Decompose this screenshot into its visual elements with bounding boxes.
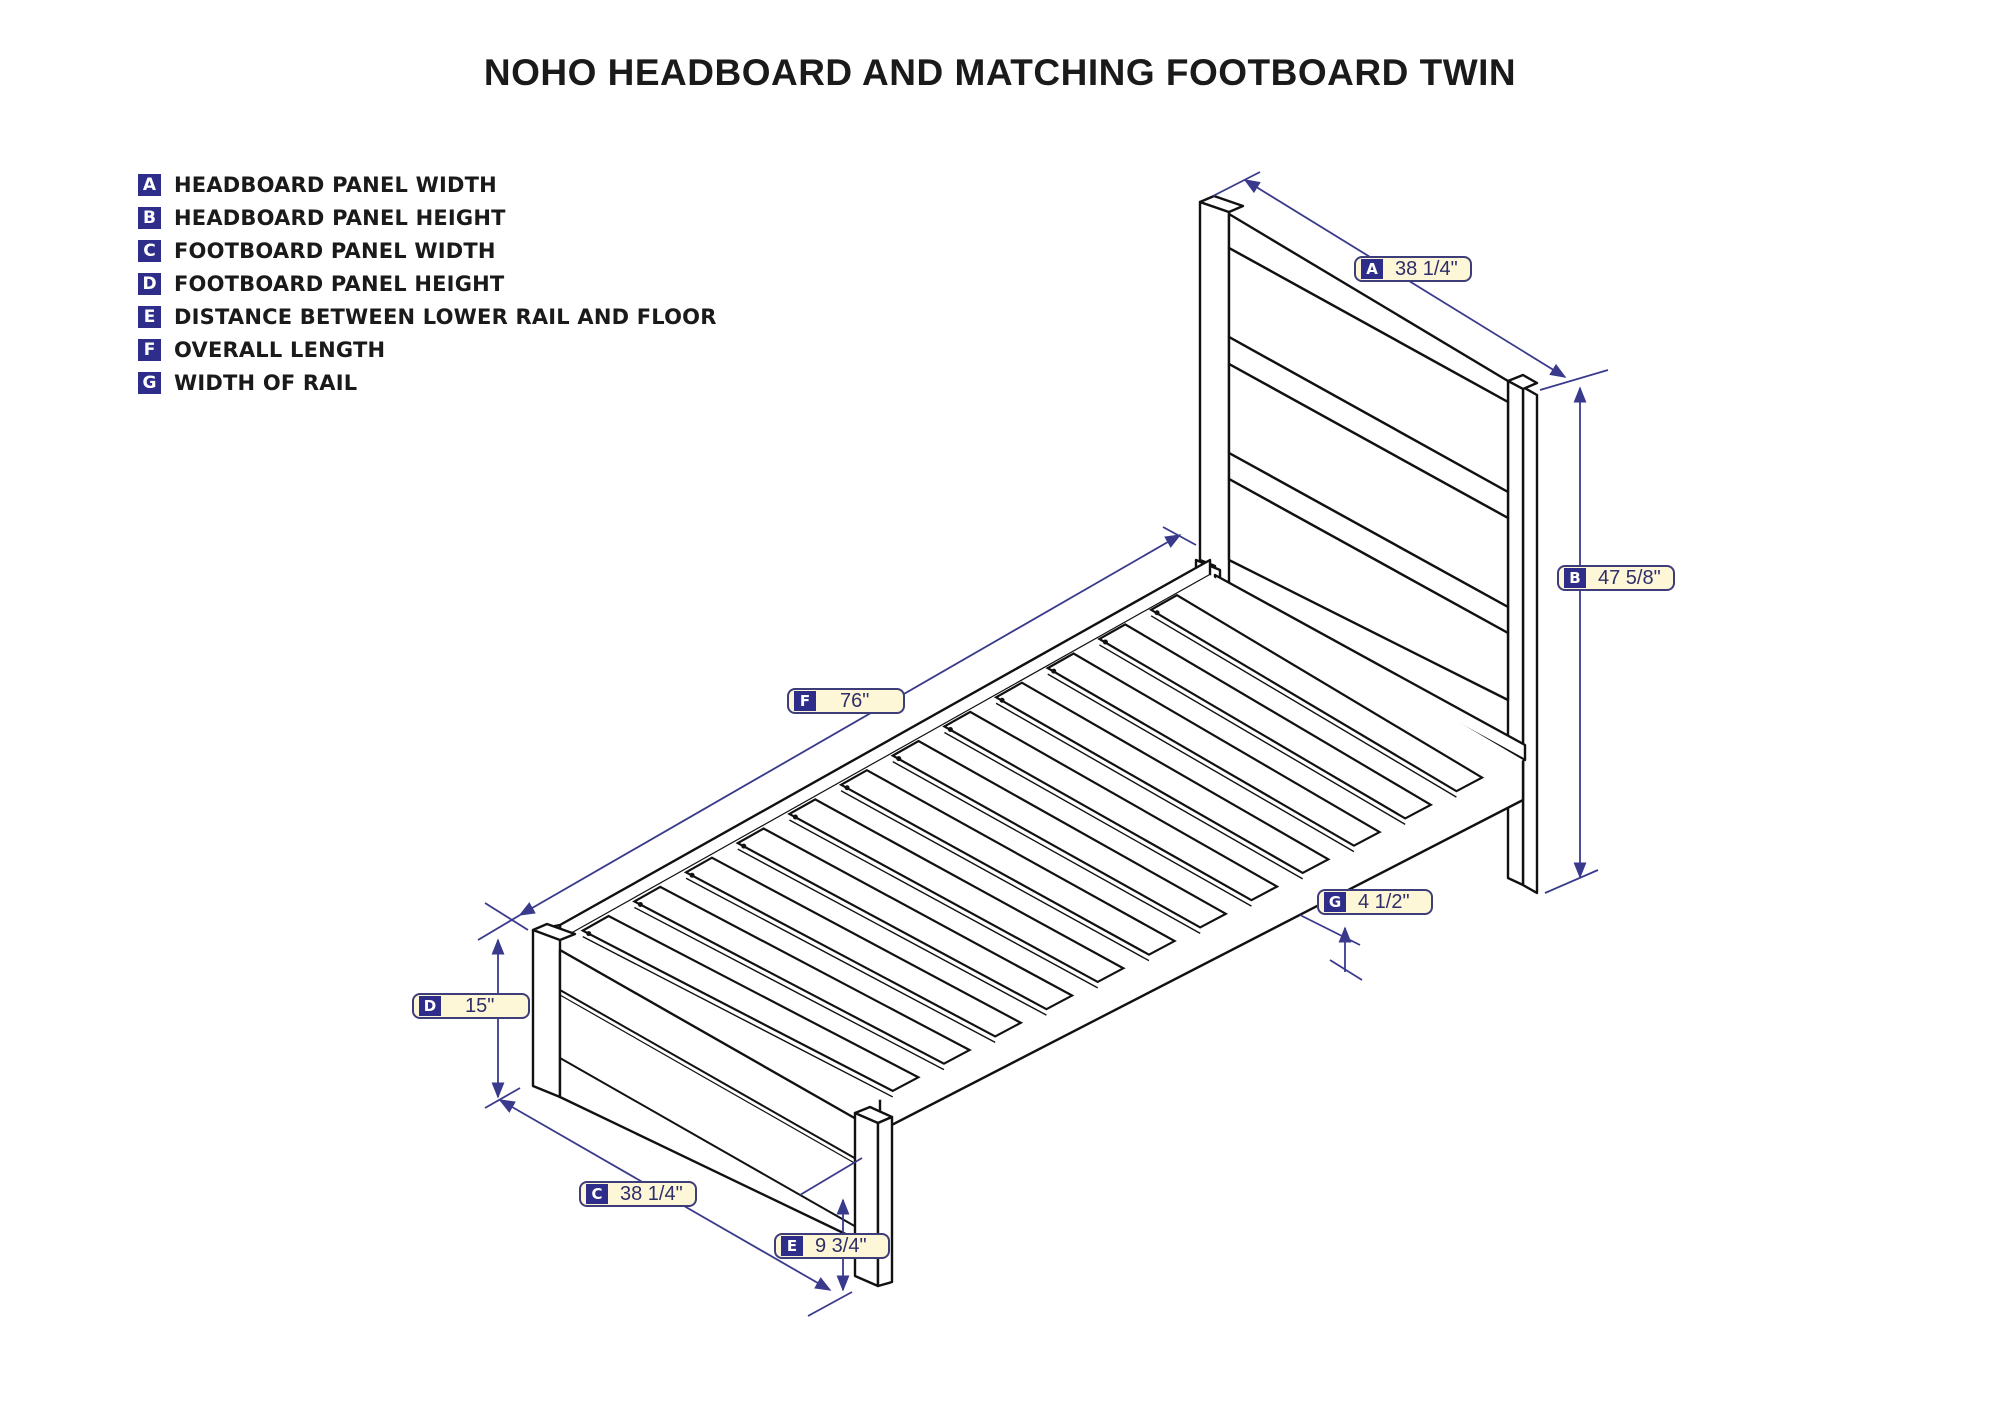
- dimension-badge: E: [781, 1236, 803, 1256]
- dimension-legend: A HEADBOARD PANEL WIDTH B HEADBOARD PANE…: [138, 168, 717, 399]
- dimension-label-d: D 15": [412, 993, 530, 1019]
- legend-item: B HEADBOARD PANEL HEIGHT: [138, 201, 717, 234]
- legend-item: C FOOTBOARD PANEL WIDTH: [138, 234, 717, 267]
- screw-hole: [1102, 639, 1108, 645]
- screw-hole: [896, 756, 902, 762]
- footboard-left-post: [531, 923, 562, 1099]
- screw-hole: [1154, 610, 1160, 616]
- screw-hole: [947, 726, 953, 732]
- dimension-badge: G: [1324, 892, 1346, 912]
- headboard-board: [1227, 477, 1510, 702]
- diagram-title: NOHO HEADBOARD AND MATCHING FOOTBOARD TW…: [483, 52, 1517, 93]
- dimension-line-f: [518, 534, 1182, 916]
- legend-item: A HEADBOARD PANEL WIDTH: [138, 168, 717, 201]
- legend-badge: F: [138, 338, 161, 361]
- dimension-value: 38 1/4": [620, 1182, 683, 1205]
- legend-badge: A: [138, 173, 161, 196]
- dimension-label-c: C 38 1/4": [579, 1181, 697, 1207]
- legend-text: HEADBOARD PANEL WIDTH: [174, 172, 497, 197]
- legend-text: HEADBOARD PANEL HEIGHT: [174, 205, 506, 230]
- dimension-badge: B: [1564, 568, 1586, 588]
- screw-hole: [637, 901, 643, 907]
- legend-badge: G: [138, 371, 161, 394]
- screw-hole: [586, 931, 592, 937]
- legend-text: FOOTBOARD PANEL HEIGHT: [174, 271, 505, 296]
- dimension-badge: F: [794, 691, 816, 711]
- bed-slat: [580, 914, 921, 1093]
- footboard-right-post: [853, 1111, 880, 1288]
- legend-item: F OVERALL LENGTH: [138, 333, 717, 366]
- dimension-value: 47 5/8": [1598, 566, 1661, 589]
- dimension-badge: D: [419, 996, 441, 1016]
- dimension-label-f: F 76": [787, 688, 905, 714]
- dimension-value: 4 1/2": [1358, 890, 1410, 913]
- dimension-value: 38 1/4": [1395, 257, 1458, 280]
- dimension-label-g: G 4 1/2": [1317, 889, 1433, 915]
- slat-edge: [1150, 615, 1457, 798]
- legend-text: DISTANCE BETWEEN LOWER RAIL AND FLOOR: [174, 304, 717, 329]
- screw-hole: [689, 872, 695, 878]
- legend-item: E DISTANCE BETWEEN LOWER RAIL AND FLOOR: [138, 300, 717, 333]
- screw-hole: [1051, 668, 1057, 674]
- dimension-badge: A: [1361, 259, 1383, 279]
- screw-hole: [999, 697, 1005, 703]
- dimension-value: 9 3/4": [815, 1234, 867, 1257]
- legend-text: OVERALL LENGTH: [174, 337, 386, 362]
- slat-edge: [582, 936, 894, 1098]
- dimension-label-b: B 47 5/8": [1557, 565, 1675, 591]
- dimension-label-a: A 38 1/4": [1354, 256, 1472, 282]
- legend-badge: B: [138, 206, 161, 229]
- screw-hole: [741, 843, 747, 849]
- legend-badge: C: [138, 239, 161, 262]
- slat-edge: [634, 906, 945, 1071]
- legend-text: WIDTH OF RAIL: [174, 370, 358, 395]
- headboard-right-post: [1521, 385, 1539, 895]
- dimension-label-e: E 9 3/4": [774, 1233, 890, 1259]
- screw-hole: [844, 785, 850, 791]
- screw-hole: [792, 814, 798, 820]
- legend-badge: E: [138, 305, 161, 328]
- legend-item: D FOOTBOARD PANEL HEIGHT: [138, 267, 717, 300]
- dimension-value: 76": [840, 689, 870, 712]
- dimension-badge: C: [586, 1184, 608, 1204]
- dimension-value: 15": [465, 994, 495, 1017]
- legend-item: G WIDTH OF RAIL: [138, 366, 717, 399]
- legend-badge: D: [138, 272, 161, 295]
- legend-text: FOOTBOARD PANEL WIDTH: [174, 238, 496, 263]
